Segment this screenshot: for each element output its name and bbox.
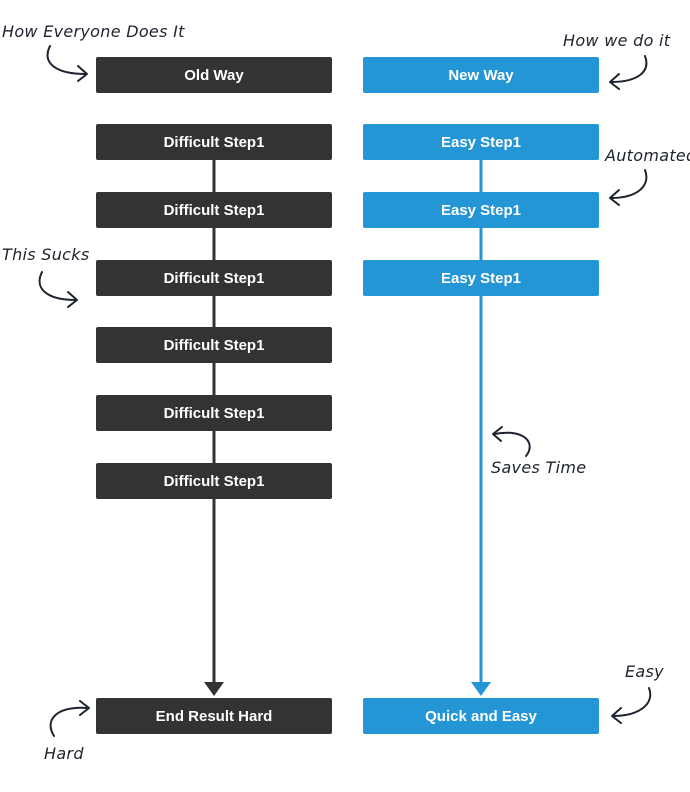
new-way-result: Quick and Easy [363,698,599,734]
difficult-step-6: Difficult Step1 [96,463,332,499]
easy-step-3: Easy Step1 [363,260,599,296]
difficult-step-2: Difficult Step1 [96,192,332,228]
new-way-arrowhead-icon [471,682,491,696]
annotation-how-everyone: How Everyone Does It [2,22,185,41]
annotation-how-we: How we do it [563,31,671,50]
annotation-this-sucks: This Sucks [2,245,90,264]
annotation-saves-time: Saves Time [491,458,587,477]
difficult-step-4: Difficult Step1 [96,327,332,363]
curved-arrow-icon [609,55,648,90]
curved-arrow-icon [49,700,90,737]
curved-arrow-icon [492,426,531,457]
old-way-arrowhead-icon [204,682,224,696]
easy-step-1: Easy Step1 [363,124,599,160]
annotation-hard: Hard [44,744,84,763]
curved-arrow-icon [46,45,88,82]
curved-arrow-icon [609,169,648,206]
easy-step-2: Easy Step1 [363,192,599,228]
difficult-step-5: Difficult Step1 [96,395,332,431]
curved-arrow-icon [38,271,78,308]
new-way-header: New Way [363,57,599,93]
old-way-header: Old Way [96,57,332,93]
difficult-step-1: Difficult Step1 [96,124,332,160]
old-way-result: End Result Hard [96,698,332,734]
annotation-easy: Easy [625,662,664,681]
annotation-automated: Automated [605,146,690,165]
difficult-step-3: Difficult Step1 [96,260,332,296]
curved-arrow-icon [611,687,652,724]
